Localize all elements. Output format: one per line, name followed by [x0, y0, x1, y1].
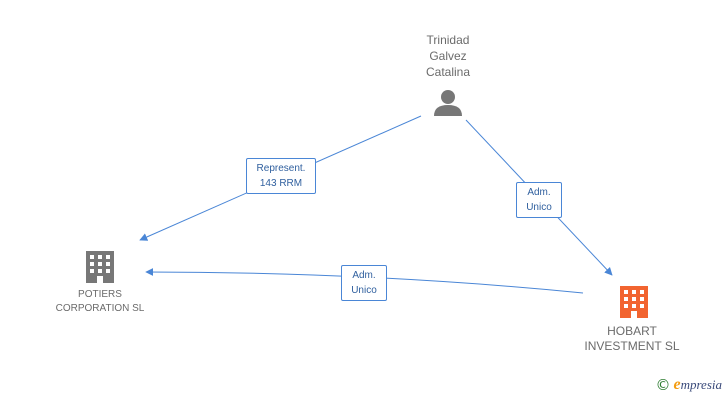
edge-label-line: Adm. — [352, 270, 376, 281]
company-name-line: HOBART — [607, 324, 657, 338]
edge-label-line: Represent. — [256, 163, 306, 174]
company-name-line: POTIERS — [78, 289, 122, 300]
company-name-line: CORPORATION SL — [55, 303, 145, 314]
person-name-line: Trinidad — [426, 33, 470, 47]
brand-name: mpresia — [680, 377, 722, 392]
edge-label-person-potiers: Represent. 143 RRM — [246, 158, 316, 194]
person-name-line: Galvez — [429, 49, 467, 63]
person-node-label[interactable]: Trinidad Galvez Catalina — [398, 32, 498, 80]
edge-label-line: 143 RRM — [259, 178, 303, 189]
person-icon[interactable] — [434, 90, 462, 116]
edge-label-person-hobart: Adm. Unico — [516, 182, 562, 218]
edge-label-line: Adm. — [527, 187, 551, 198]
company-name-line: INVESTMENT SL — [584, 339, 680, 353]
brand-initial: e — [673, 376, 681, 393]
hobart-node-label[interactable]: HOBART INVESTMENT SL — [570, 324, 694, 354]
copyright-symbol: © — [655, 376, 671, 394]
edge-label-line: Unico — [526, 202, 552, 213]
potiers-node-label[interactable]: POTIERS CORPORATION SL — [30, 288, 170, 316]
edge-label-line: Unico — [351, 285, 377, 296]
building-icon[interactable] — [620, 286, 648, 318]
building-icon[interactable] — [86, 251, 114, 283]
brand-logo: © empresia — [655, 376, 722, 394]
edge-label-hobart-potiers: Adm. Unico — [341, 265, 387, 301]
person-name-line: Catalina — [425, 65, 471, 79]
